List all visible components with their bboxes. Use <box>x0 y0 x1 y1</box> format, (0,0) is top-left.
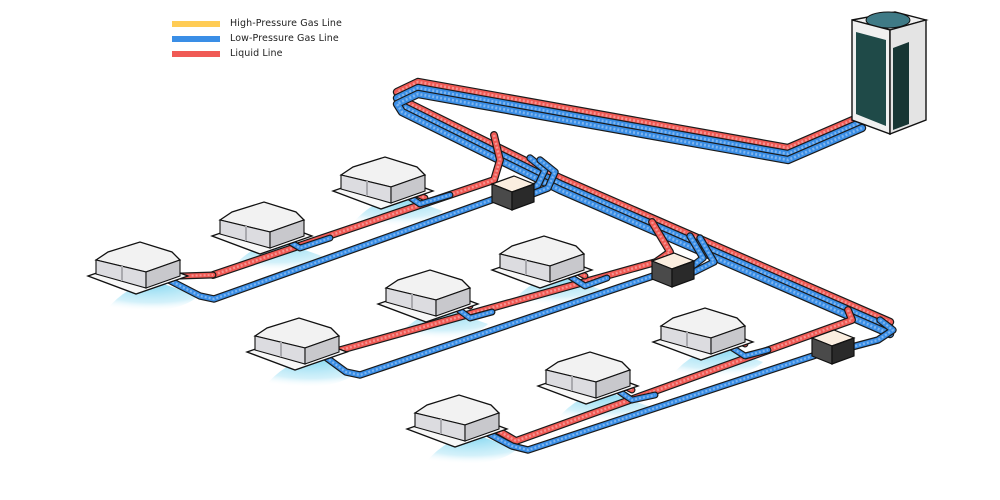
indoor-unit-3-3 <box>651 307 755 361</box>
row2-gas-header <box>312 269 666 379</box>
branch2-gas-line-b-core <box>691 235 717 275</box>
branch-selector-2 <box>650 252 696 288</box>
branch2-gas-line-b <box>690 234 718 276</box>
branch3-liquid-line-texture <box>496 309 854 443</box>
legend: High-Pressure Gas Line Low-Pressure Gas … <box>172 16 342 61</box>
indoor-unit-1-2-side <box>269 219 305 249</box>
branch3-liquid-line <box>493 306 856 445</box>
branch3-gas-line-a <box>844 316 897 352</box>
indoor-unit-1-3-side <box>390 174 426 204</box>
row3-gas-header-core <box>475 349 828 453</box>
branch3-gas-line-a-texture <box>847 319 895 350</box>
branch-selector-2-side <box>671 260 695 288</box>
unit-layer <box>86 11 929 448</box>
branch-selector-1-side <box>511 183 535 211</box>
branch1-gas-line-b <box>518 156 559 202</box>
main-low-gas-line-b-texture <box>395 92 891 336</box>
branch-selector-1 <box>490 175 536 211</box>
row1-drop-gas-2-texture <box>279 235 331 250</box>
indoor-unit-3-1-side <box>464 412 500 442</box>
row2-drop-liquid-3-texture <box>565 265 586 277</box>
main-liquid-line-texture <box>395 80 891 324</box>
branch-selector-3 <box>810 329 856 365</box>
legend-item-low-pressure-gas: Low-Pressure Gas Line <box>172 31 342 46</box>
branch1-liquid-line <box>209 131 504 279</box>
row1-gas-header-core <box>162 195 500 302</box>
main-low-gas-line-a-core <box>394 85 893 331</box>
main-liquid-line-core <box>394 79 893 325</box>
indoor-unit-2-1-side <box>304 335 340 365</box>
main-low-gas-line-b-core <box>394 91 893 337</box>
indoor-unit-3-2-side <box>595 369 631 399</box>
branch1-gas-line-b-texture <box>521 159 557 200</box>
branch3-liquid-line-core <box>494 307 855 444</box>
legend-label: High-Pressure Gas Line <box>230 18 342 29</box>
row1-gas-header <box>161 194 501 303</box>
indoor-unit-3-2 <box>536 351 640 405</box>
indoor-unit-2-1 <box>245 317 349 371</box>
indoor-unit-2-3-side <box>549 253 585 283</box>
legend-label: Low-Pressure Gas Line <box>230 33 339 44</box>
indoor-unit-2-2 <box>376 269 480 323</box>
main-low-gas-line-a <box>392 83 895 333</box>
row2-gas-header-texture <box>315 271 663 377</box>
outdoor-unit <box>851 11 929 136</box>
row3-gas-header <box>474 348 829 454</box>
indoor-unit-1-1-side <box>145 259 181 289</box>
branch1-liquid-line-texture <box>212 134 502 277</box>
main-low-gas-line-a-texture <box>395 86 891 330</box>
branch2-liquid-line-texture <box>329 221 672 355</box>
indoor-unit-1-2 <box>210 201 314 255</box>
main-low-gas-line-b <box>392 89 895 339</box>
indoor-unit-1-1 <box>86 241 190 295</box>
main-liquid-line-outline <box>392 77 895 327</box>
legend-swatch-liquid <box>172 50 220 57</box>
row2-gas-header-core <box>313 270 665 378</box>
row1-drop-gas-3-texture <box>401 191 451 206</box>
outdoor-unit-side-panel <box>893 42 909 130</box>
indoor-unit-3-1-airflow <box>425 435 517 465</box>
fan-icon <box>865 11 911 29</box>
legend-item-liquid: Liquid Line <box>172 46 342 61</box>
indoor-unit-2-3 <box>490 235 594 289</box>
indoor-unit-2-2-side <box>435 287 471 317</box>
outdoor-unit-front-panel <box>856 32 886 126</box>
indoor-unit-1-1-airflow <box>106 282 198 312</box>
row3-gas-header-texture <box>477 350 826 452</box>
legend-item-high-pressure-gas: High-Pressure Gas Line <box>172 16 342 31</box>
indoor-unit-3-1 <box>405 394 509 448</box>
indoor-unit-1-3 <box>331 156 435 210</box>
branch1-gas-line-b-core <box>519 157 558 201</box>
legend-label: Liquid Line <box>230 48 283 59</box>
branch3-gas-line-a-core <box>845 317 896 351</box>
main-liquid-line <box>392 77 895 327</box>
legend-swatch-low-pressure-gas <box>172 35 220 42</box>
branch1-liquid-line-core <box>210 132 503 278</box>
branch2-gas-line-b-texture <box>693 237 716 274</box>
branch-selector-3-side <box>831 337 855 365</box>
indoor-unit-3-3-side <box>710 325 746 355</box>
legend-swatch-high-pressure-gas <box>172 20 220 27</box>
